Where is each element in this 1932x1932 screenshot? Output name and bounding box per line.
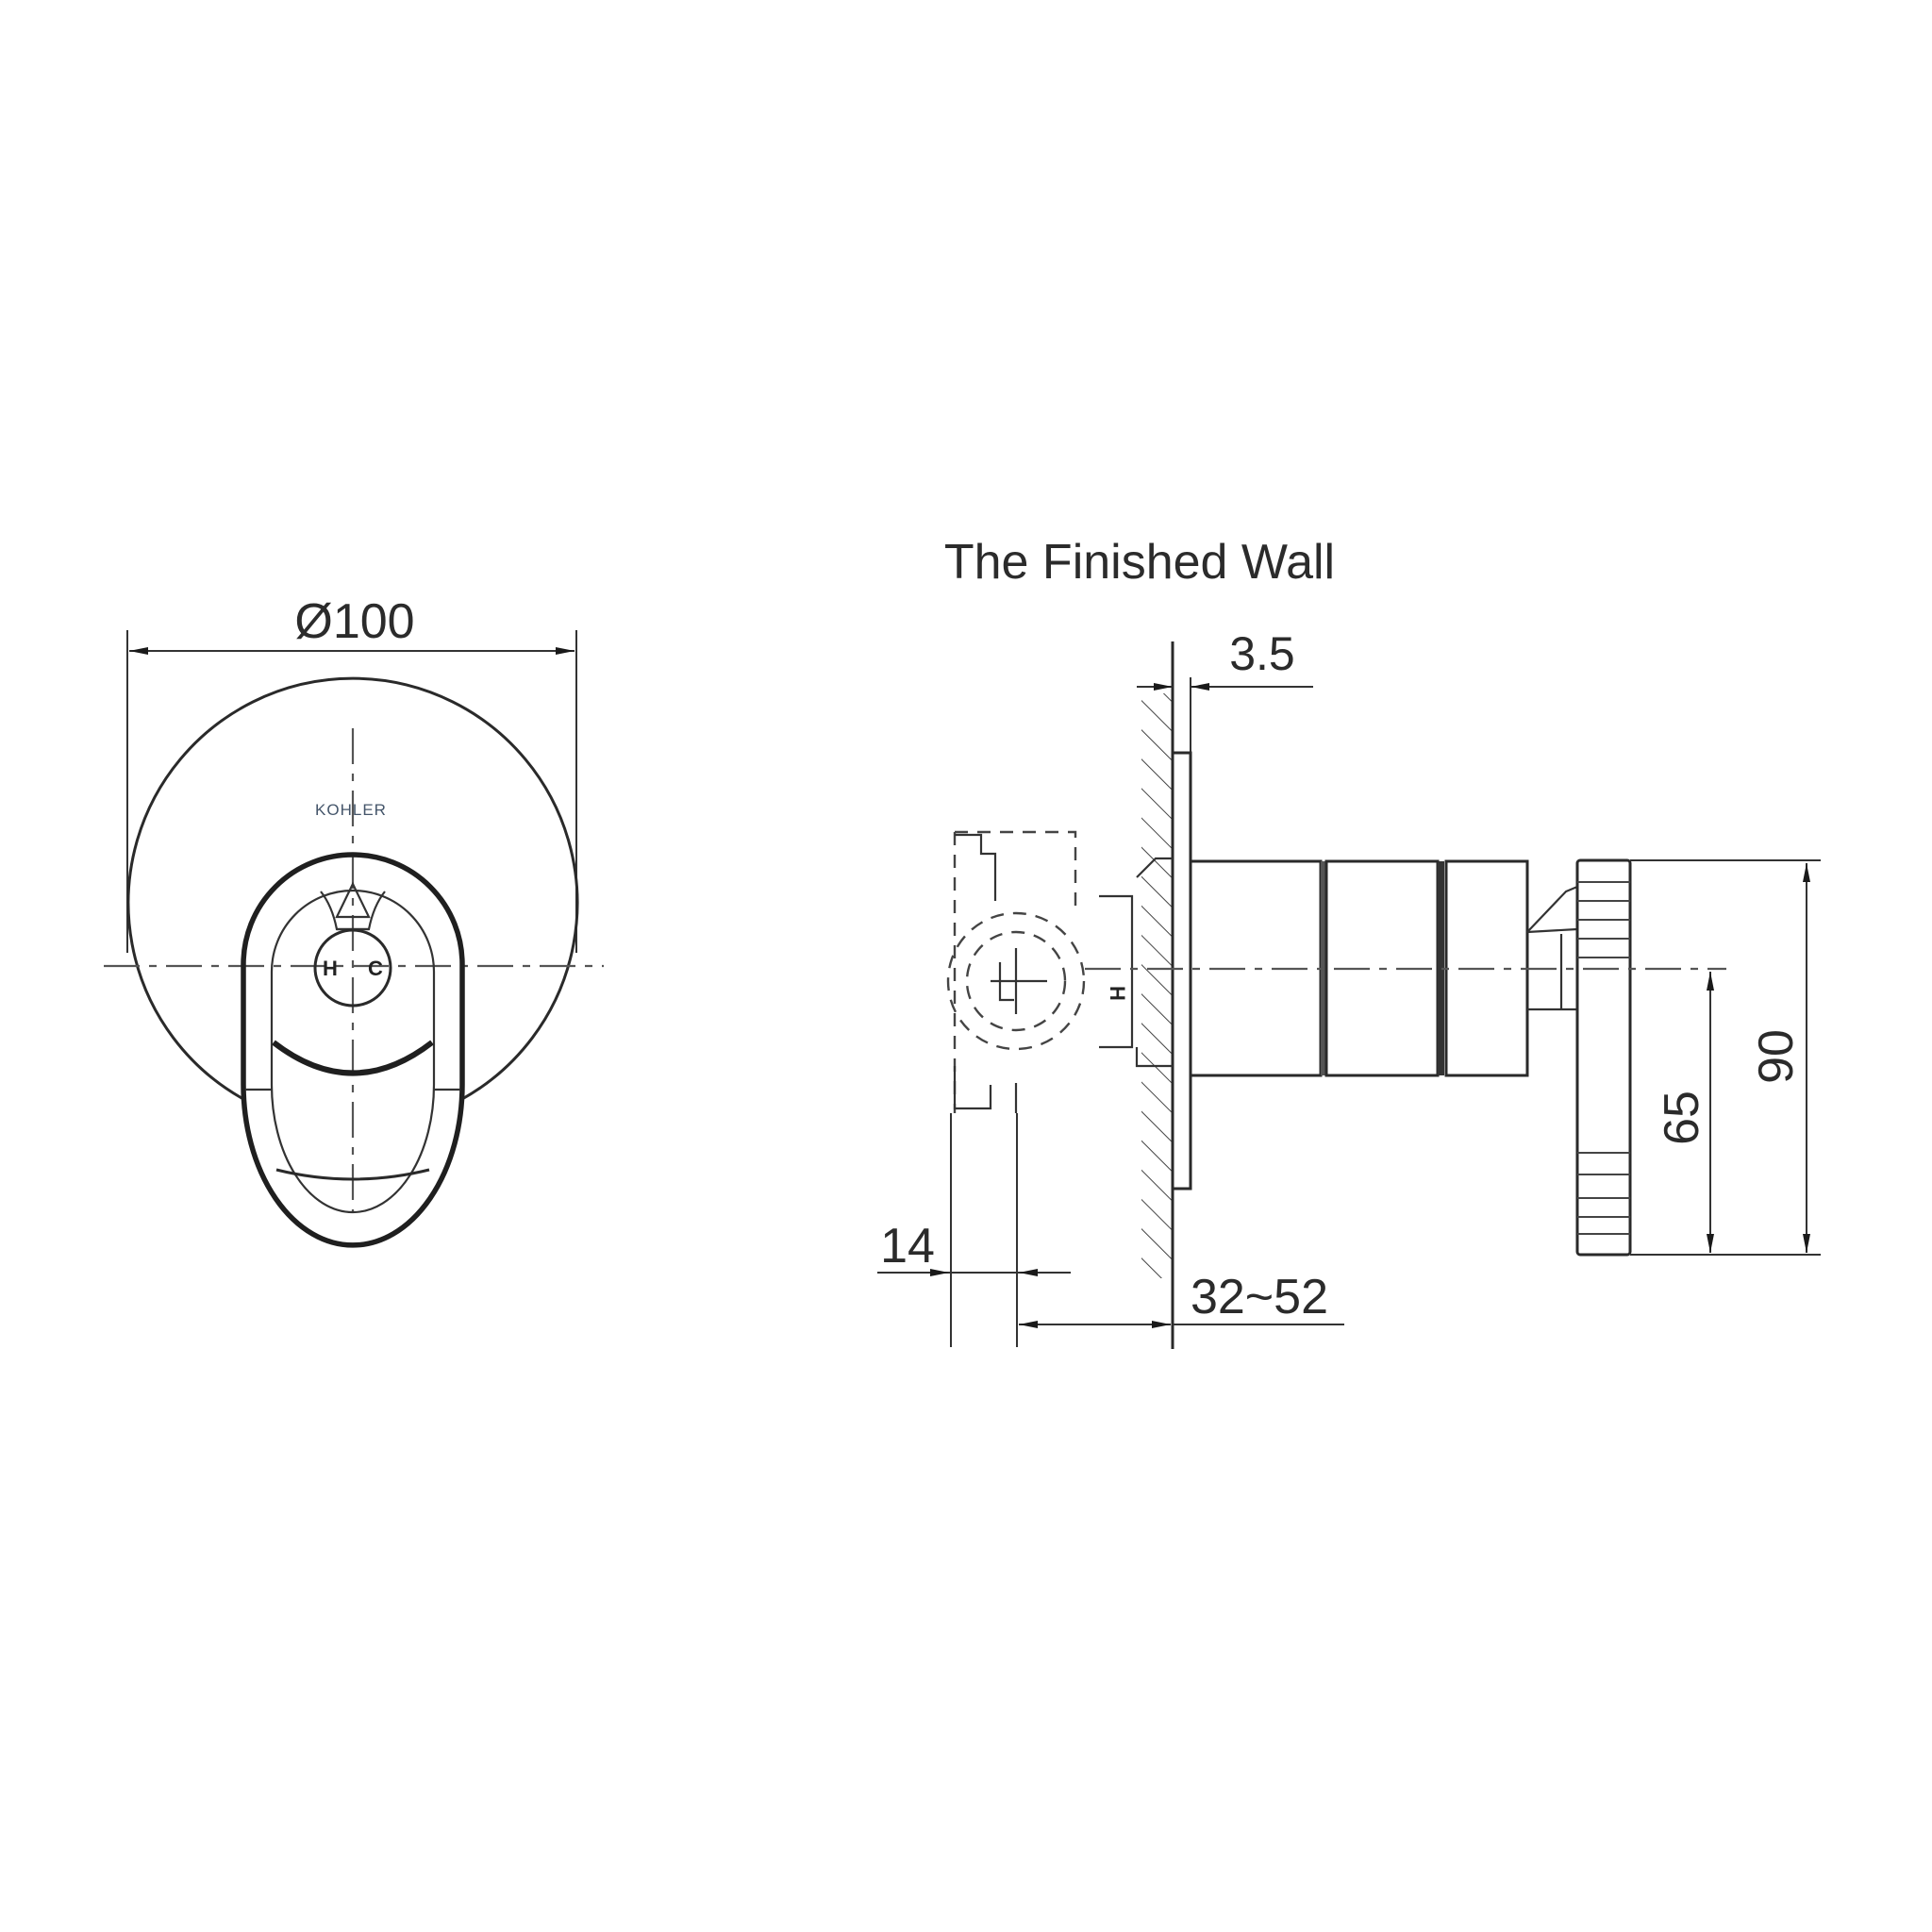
depth-dimensions: 14 32~52 bbox=[877, 1113, 1344, 1347]
side-view: The Finished Wall 3.5 bbox=[877, 535, 1821, 1349]
front-view: Ø100 KOHLER H C bbox=[104, 594, 604, 1248]
valve-hot-marking: H bbox=[1106, 986, 1129, 1001]
cold-marking: C bbox=[368, 957, 383, 980]
dimension-65-label: 65 bbox=[1655, 1091, 1709, 1145]
diameter-label: Ø100 bbox=[294, 594, 414, 649]
diameter-dimension: Ø100 bbox=[126, 594, 577, 953]
plate-thickness-label: 3.5 bbox=[1229, 627, 1295, 680]
escutcheon-plate-side bbox=[1171, 751, 1192, 1191]
finished-wall-title: The Finished Wall bbox=[944, 535, 1335, 590]
lever-lower-arc bbox=[275, 1168, 430, 1181]
lever-grip-arc bbox=[272, 1040, 434, 1076]
plate-thickness-dimension: 3.5 bbox=[1137, 627, 1313, 755]
dimension-90-label: 90 bbox=[1749, 1029, 1804, 1084]
height-dimensions: 65 90 bbox=[1630, 859, 1821, 1256]
dimension-14-label: 14 bbox=[880, 1219, 935, 1274]
wall-hatching bbox=[1141, 693, 1173, 1278]
hot-marking: H bbox=[323, 957, 338, 980]
escutcheon-plate bbox=[126, 676, 579, 1101]
temperature-dial bbox=[313, 928, 392, 1008]
kohler-logo: KOHLER bbox=[315, 801, 387, 819]
handle-outer-oval bbox=[241, 852, 465, 1248]
knurled-handle bbox=[1575, 858, 1632, 1257]
concealed-valve-body: H bbox=[946, 830, 1173, 1113]
handle-inner-oval bbox=[270, 889, 436, 1214]
dimension-32-52-label: 32~52 bbox=[1191, 1270, 1328, 1324]
handle-stem bbox=[1526, 885, 1578, 1011]
